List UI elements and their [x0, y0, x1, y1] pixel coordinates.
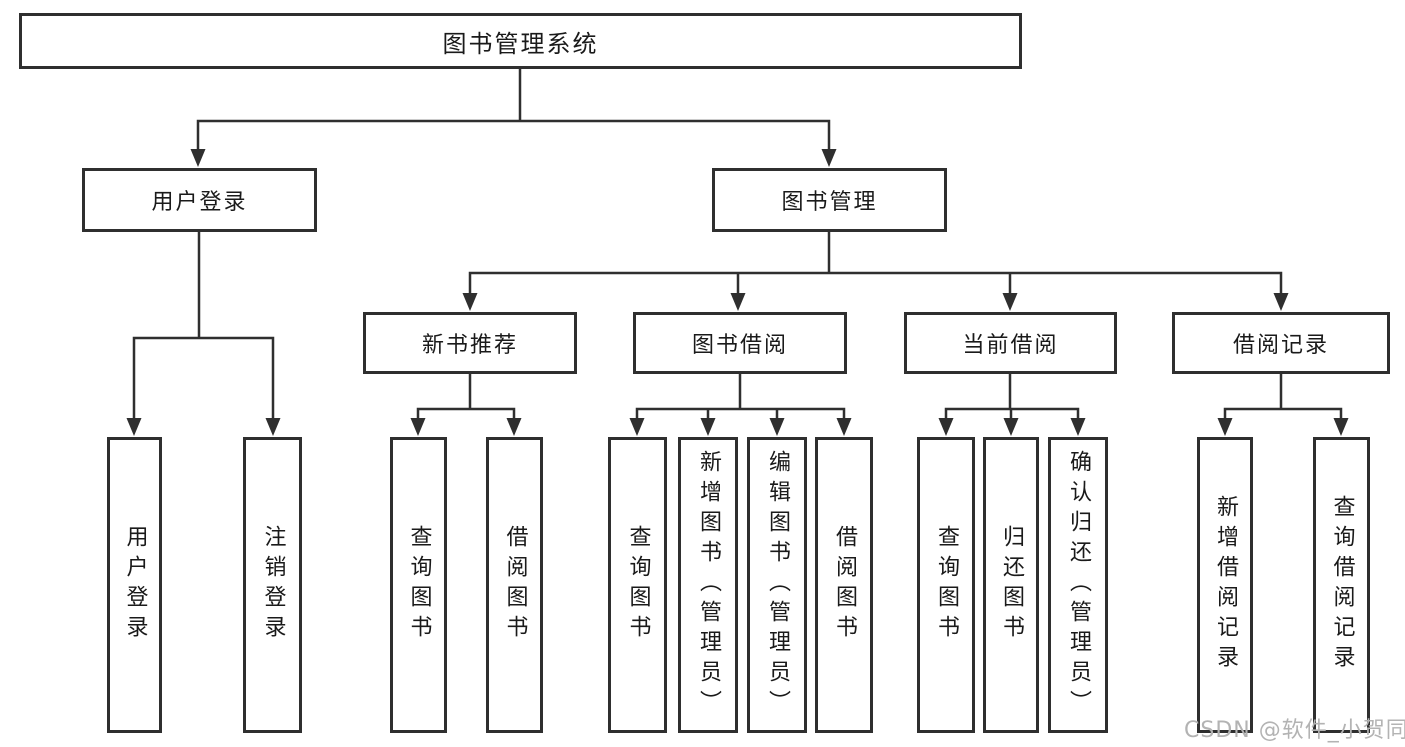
node-label: 用户登录 [122, 525, 148, 645]
connector-records-split [1223, 374, 1343, 419]
arrow-down-icon [506, 418, 522, 436]
leaf-user-login: 用户登录 [107, 437, 162, 733]
node-new-book-recommend: 新书推荐 [363, 312, 577, 374]
connector-bookborrow-split [635, 374, 846, 419]
arrow-down-icon [410, 418, 426, 436]
arrow-down-icon [821, 149, 837, 167]
leaf-borrow-books: 借阅图书 [815, 437, 873, 733]
arrow-down-icon [1217, 418, 1233, 436]
arrow-down-icon [1002, 293, 1018, 311]
connector-newbook-split [416, 374, 516, 419]
arrow-down-icon [938, 418, 954, 436]
leaf-add-books-admin: 新增图书（管理员） [678, 437, 738, 733]
node-label: 图书管理 [781, 190, 878, 215]
arrow-down-icon [462, 293, 478, 311]
node-label: 用户登录 [151, 190, 248, 215]
node-label: 当前借阅 [962, 333, 1059, 358]
leaf-edit-books-admin: 编辑图书（管理员） [747, 437, 807, 733]
node-label: 借阅图书 [832, 525, 857, 645]
node-current-borrowing: 当前借阅 [904, 312, 1117, 374]
arrow-down-icon [1333, 418, 1349, 436]
arrowheads [126, 149, 1349, 436]
node-book-borrowing: 图书借阅 [633, 312, 847, 374]
node-label: 归还图书 [999, 525, 1024, 645]
node-label: 查询图书 [625, 525, 651, 645]
node-label: 注销登录 [260, 525, 286, 645]
arrow-down-icon [836, 418, 852, 436]
node-label: 查询图书 [406, 525, 432, 645]
node-label: 查询图书 [934, 525, 959, 645]
arrow-down-icon [1273, 293, 1289, 311]
arrow-down-icon [700, 418, 716, 436]
node-borrowing-records: 借阅记录 [1172, 312, 1390, 374]
leaf-query-books-current: 查询图书 [917, 437, 975, 733]
node-label: 新增借阅记录 [1213, 495, 1238, 675]
leaf-confirm-return-admin: 确认归还（管理员） [1048, 437, 1108, 733]
arrow-down-icon [265, 418, 281, 436]
node-label: 新书推荐 [421, 333, 518, 358]
node-label: 图书管理系统 [442, 29, 599, 58]
leaf-query-borrow-record: 查询借阅记录 [1313, 437, 1370, 733]
connector-userlogin-bar [132, 336, 275, 419]
arrow-down-icon [126, 418, 142, 436]
node-library-system: 图书管理系统 [19, 13, 1022, 69]
node-label: 借阅图书 [502, 525, 528, 645]
leaf-return-books: 归还图书 [983, 437, 1039, 733]
arrow-down-icon [1070, 418, 1086, 436]
csdn-watermark: CSDN @软件_小贺同学 [1184, 718, 1405, 743]
node-book-management: 图书管理 [712, 168, 947, 232]
leaf-logout: 注销登录 [243, 437, 302, 733]
node-label: 图书借阅 [691, 333, 788, 358]
leaf-query-books-recommend: 查询图书 [390, 437, 447, 733]
node-label: 编辑图书（管理员） [765, 450, 790, 720]
node-user-login: 用户登录 [82, 168, 317, 232]
node-label: 借阅记录 [1232, 333, 1329, 358]
connector-currentborrow-split [944, 374, 1080, 419]
leaf-borrow-books-recommend: 借阅图书 [486, 437, 543, 733]
arrow-down-icon [730, 293, 746, 311]
leaf-query-books-borrow: 查询图书 [608, 437, 667, 733]
connector-level3-bar [468, 271, 1283, 294]
arrow-down-icon [190, 149, 206, 167]
arrow-down-icon [769, 418, 785, 436]
node-label: 新增图书（管理员） [696, 450, 721, 720]
arrow-down-icon [629, 418, 645, 436]
arrow-down-icon [1003, 418, 1019, 436]
connector-level2-bar [196, 119, 831, 150]
node-label: 查询借阅记录 [1329, 495, 1355, 675]
leaf-add-borrow-record: 新增借阅记录 [1197, 437, 1253, 733]
node-label: 确认归还（管理员） [1066, 450, 1091, 720]
